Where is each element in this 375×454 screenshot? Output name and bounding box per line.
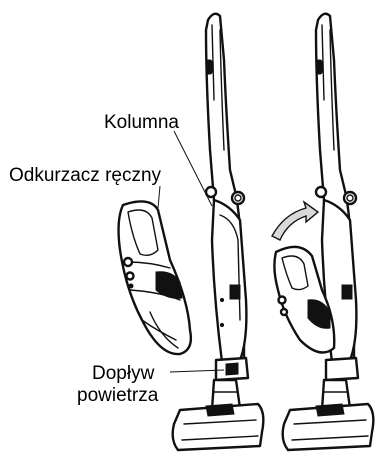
leader-handheld bbox=[158, 186, 160, 208]
handheld-button-1 bbox=[124, 258, 132, 266]
label-column: Kolumna bbox=[104, 112, 179, 134]
right-release-knob bbox=[344, 192, 356, 204]
handheld-button-2 bbox=[127, 273, 134, 280]
label-airflow-line2: powietrza bbox=[77, 385, 158, 407]
leader-column bbox=[174, 131, 212, 206]
label-airflow-line1: Dopływ bbox=[92, 363, 154, 385]
right-stick-vacuum bbox=[274, 14, 373, 450]
left-handle-button bbox=[206, 60, 212, 74]
left-body-latch bbox=[230, 285, 240, 299]
right-handle-button bbox=[316, 60, 322, 74]
left-stick-vacuum bbox=[173, 14, 264, 450]
left-main-body bbox=[212, 200, 246, 362]
label-handheld: Odkurzacz ręczny bbox=[9, 165, 161, 187]
left-release-knob bbox=[232, 192, 244, 204]
right-joint-knob bbox=[316, 187, 326, 197]
handheld-vacuum bbox=[119, 201, 191, 354]
left-joint-knob bbox=[206, 187, 216, 197]
right-body-latch bbox=[342, 285, 352, 299]
insert-arrow bbox=[272, 202, 318, 240]
